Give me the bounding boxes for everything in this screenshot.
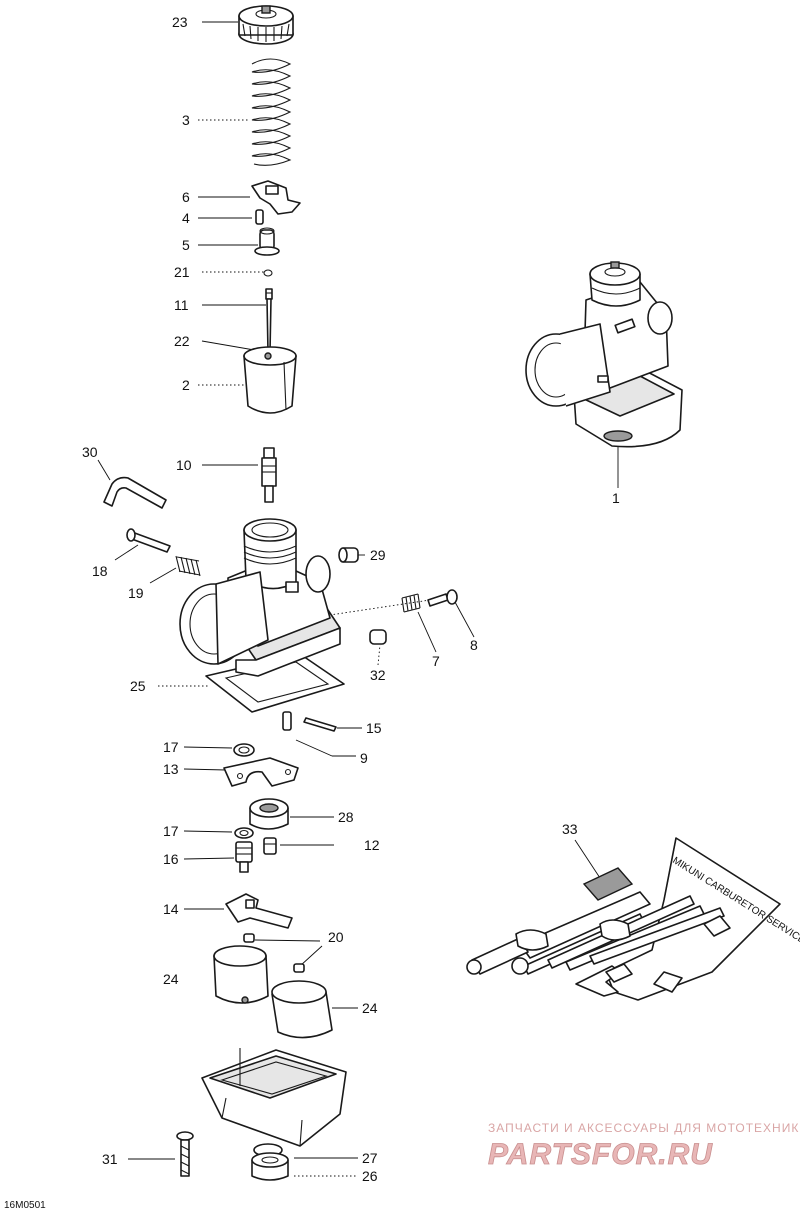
callout-23: 23 bbox=[172, 14, 188, 30]
callout-26: 26 bbox=[362, 1168, 378, 1184]
float-pin bbox=[303, 717, 337, 732]
jet-needle bbox=[265, 288, 273, 353]
callout-28: 28 bbox=[338, 809, 354, 825]
callout-27: 27 bbox=[362, 1150, 378, 1166]
callout-32: 32 bbox=[370, 667, 386, 683]
main-jet bbox=[235, 841, 253, 873]
callout-25: 25 bbox=[130, 678, 146, 694]
plug bbox=[369, 629, 387, 645]
air-screw-spring bbox=[175, 555, 201, 577]
callout-17-lower: 17 bbox=[163, 823, 179, 839]
figure-code: 16M0501 bbox=[4, 1200, 46, 1211]
e-ring bbox=[263, 269, 273, 277]
callout-24-left: 24 bbox=[163, 971, 179, 987]
callout-21: 21 bbox=[174, 264, 190, 280]
drain-plug bbox=[251, 1152, 289, 1181]
callout-9: 9 bbox=[360, 750, 368, 766]
float-arm bbox=[225, 893, 293, 929]
callout-16: 16 bbox=[163, 851, 179, 867]
top-cap bbox=[238, 5, 294, 45]
jet-holder-ring bbox=[249, 798, 289, 830]
callout-31: 31 bbox=[102, 1151, 118, 1167]
assembled-carburetor bbox=[525, 261, 683, 448]
watermark-logo: PARTSFOR.RU bbox=[488, 1138, 713, 1171]
watermark: ЗАПЧАСТИ И АКСЕССУАРЫ ДЛЯ МОТОТЕХНИКИ PA… bbox=[488, 1121, 800, 1171]
callout-17-upper: 17 bbox=[163, 739, 179, 755]
baffle-plate bbox=[223, 757, 299, 787]
callout-30: 30 bbox=[82, 444, 98, 460]
bowl-screw bbox=[176, 1131, 194, 1177]
callout-5: 5 bbox=[182, 237, 190, 253]
callout-10: 10 bbox=[176, 457, 192, 473]
needle-clip bbox=[255, 209, 264, 225]
callout-18: 18 bbox=[92, 563, 108, 579]
clip-plate bbox=[251, 180, 301, 215]
needle-retainer bbox=[254, 227, 280, 256]
callout-3: 3 bbox=[182, 112, 190, 128]
callout-13: 13 bbox=[163, 761, 179, 777]
callout-15: 15 bbox=[366, 720, 382, 736]
carburetor-body bbox=[179, 518, 345, 713]
float-pins bbox=[243, 933, 305, 973]
float-bowl bbox=[201, 1048, 347, 1147]
needle-jet bbox=[261, 447, 277, 503]
callout-2: 2 bbox=[182, 377, 190, 393]
callout-33: 33 bbox=[562, 821, 578, 837]
callout-6: 6 bbox=[182, 189, 190, 205]
callout-4: 4 bbox=[182, 210, 190, 226]
callout-8: 8 bbox=[470, 637, 478, 653]
vent-tube bbox=[103, 476, 167, 509]
o-ring-lower bbox=[234, 827, 254, 839]
pilot-air-screw bbox=[126, 528, 171, 553]
watermark-tagline: ЗАПЧАСТИ И АКСЕССУАРЫ ДЛЯ МОТОТЕХНИКИ bbox=[488, 1121, 800, 1135]
o-ring-upper bbox=[233, 743, 255, 757]
callout-22: 22 bbox=[174, 333, 190, 349]
callout-1: 1 bbox=[612, 490, 620, 506]
throttle-stop-screw bbox=[427, 589, 458, 607]
callout-labels: 23 3 6 4 5 21 11 22 2 1 30 10 29 18 19 7… bbox=[82, 14, 620, 1184]
callout-12: 12 bbox=[364, 837, 380, 853]
float-left bbox=[213, 945, 269, 1004]
callout-20: 20 bbox=[328, 929, 344, 945]
callout-14: 14 bbox=[163, 901, 179, 917]
callout-24-right: 24 bbox=[362, 1000, 378, 1016]
tool-kit: MIKUNI CARBURETOR SERVICE TOOLS bbox=[466, 837, 800, 1001]
throttle-spring bbox=[251, 58, 292, 166]
throttle-stop-spring bbox=[401, 593, 421, 613]
float-right bbox=[271, 980, 333, 1039]
callout-7: 7 bbox=[432, 653, 440, 669]
callout-11: 11 bbox=[174, 297, 189, 313]
callout-29: 29 bbox=[370, 547, 386, 563]
leader-lines bbox=[97, 21, 619, 1177]
pilot-jet bbox=[263, 837, 277, 855]
callout-19: 19 bbox=[128, 585, 144, 601]
throttle-valve bbox=[243, 346, 297, 414]
rubber-cap bbox=[338, 547, 359, 563]
needle-valve bbox=[282, 711, 292, 731]
